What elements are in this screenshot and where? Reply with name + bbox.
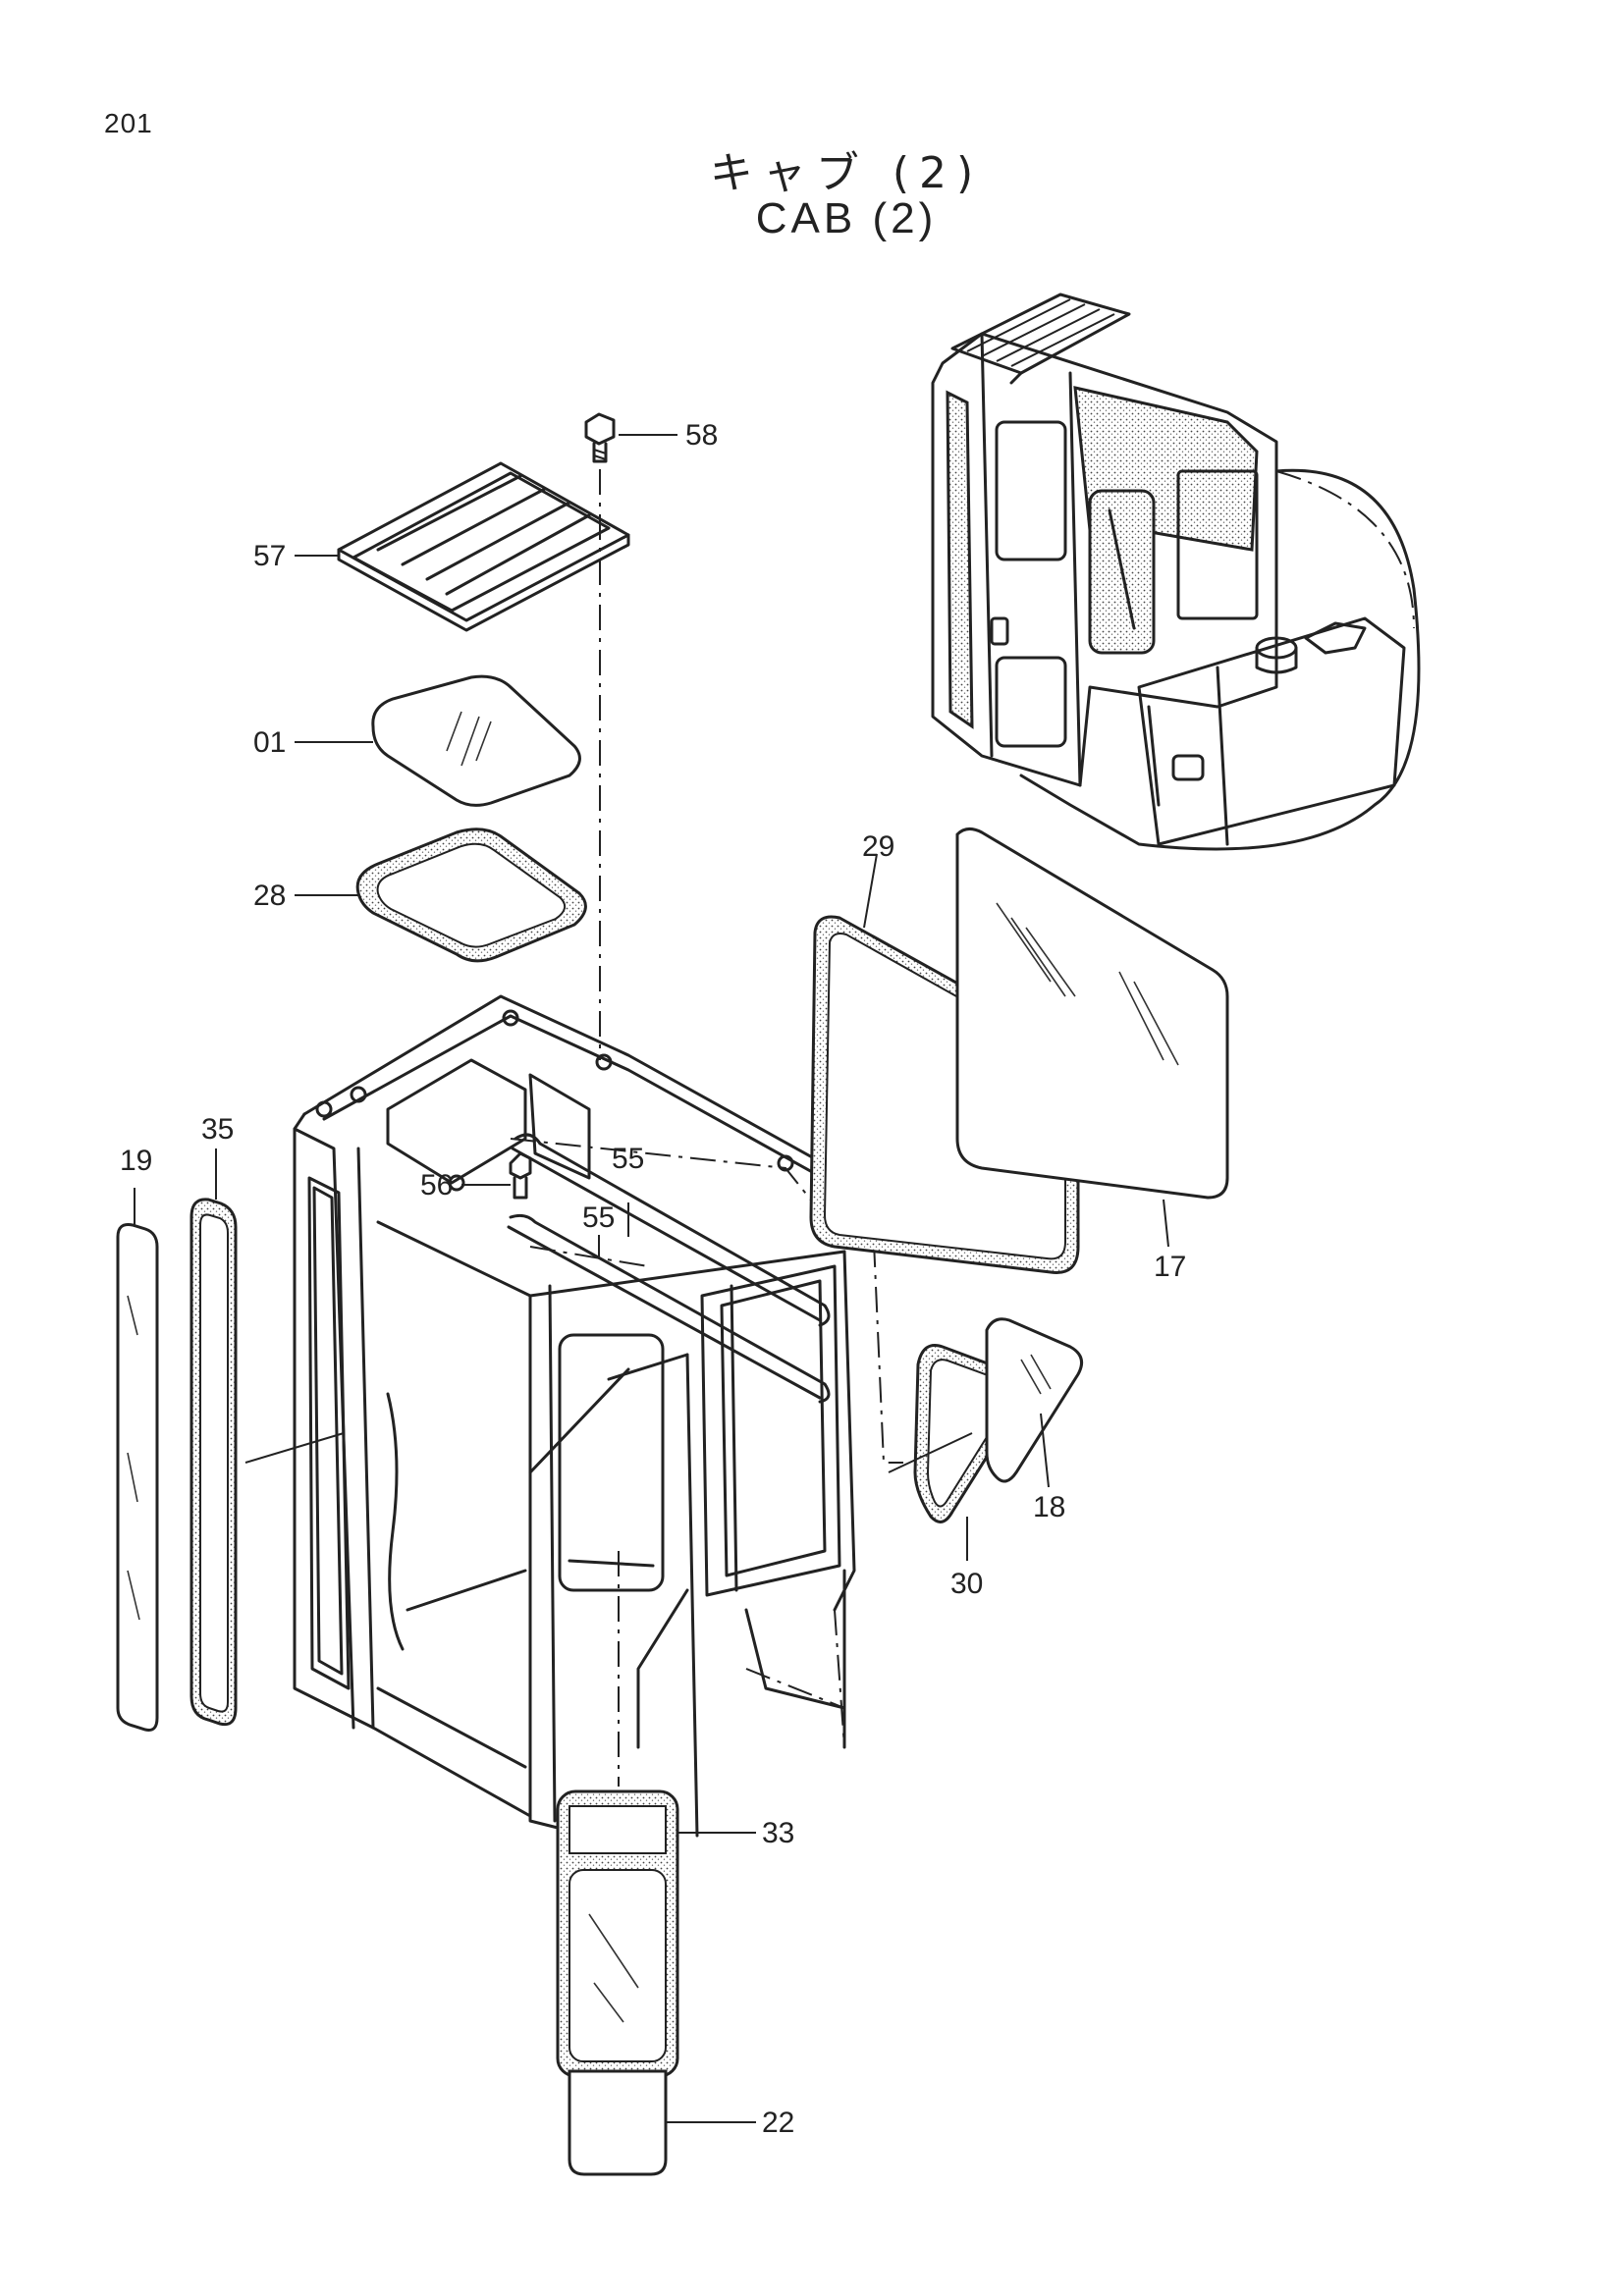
callout-22: 22 (762, 2107, 794, 2139)
callout-57: 57 (253, 540, 286, 572)
callout-30: 30 (950, 1568, 983, 1600)
front-glass-22 (568, 1913, 756, 2176)
bolt-58 (584, 412, 677, 1060)
callout-19: 19 (120, 1145, 152, 1177)
roof-glass-01 (295, 674, 581, 807)
callout-18: 18 (1033, 1491, 1065, 1523)
callout-58: 58 (685, 419, 718, 452)
callout-55-lower: 55 (582, 1201, 615, 1234)
title-english: CAB (2) (755, 194, 938, 242)
title-japanese: キャブ (2) (709, 148, 984, 198)
assembled-cab-illustration (931, 293, 1421, 851)
callout-29: 29 (862, 830, 894, 863)
callout-33: 33 (762, 1817, 794, 1849)
rear-glass-19 (116, 1188, 159, 1732)
roof-guard-57 (295, 461, 630, 632)
callout-56: 56 (420, 1169, 453, 1201)
rods-and-fitting (461, 1133, 831, 1404)
side-seal-29 (809, 853, 1080, 1274)
page-number: 201 (104, 108, 153, 138)
callout-35: 35 (201, 1113, 234, 1146)
callout-01: 01 (253, 726, 286, 759)
corner-glass-18 (985, 1317, 1084, 1488)
callout-labels: 58 57 01 28 29 17 35 19 56 55 55 18 30 3… (120, 419, 1186, 2139)
roof-seal-28 (295, 828, 587, 963)
callout-55-upper: 55 (612, 1143, 644, 1175)
callout-17: 17 (1154, 1251, 1186, 1283)
front-seal-33 (556, 1551, 756, 2078)
side-glass-17 (955, 828, 1229, 1248)
callout-28: 28 (253, 880, 286, 912)
rear-seal-35 (189, 1148, 345, 1727)
